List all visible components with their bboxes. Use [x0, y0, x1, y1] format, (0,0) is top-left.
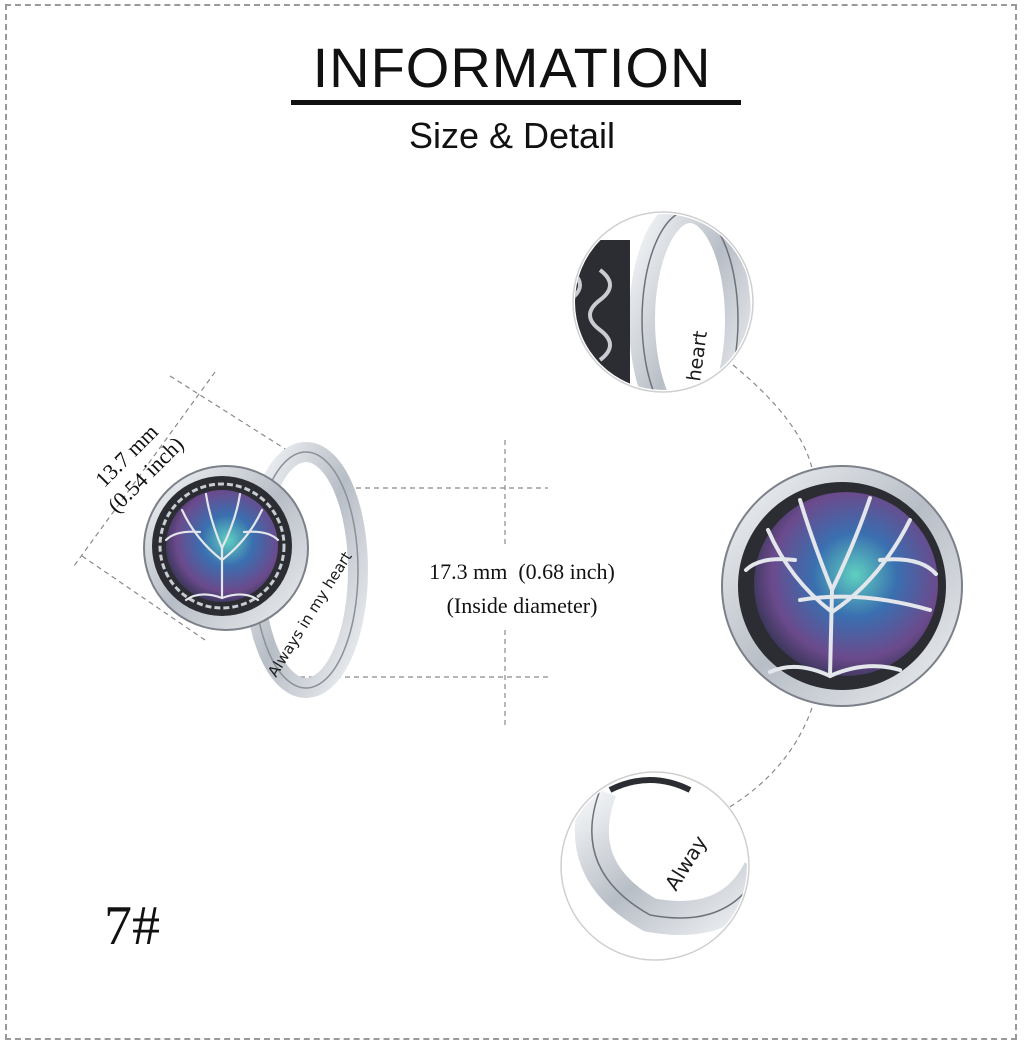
- page-subtitle: Size & Detail: [408, 115, 616, 156]
- connector-top: [732, 364, 813, 469]
- width-extension-top: [169, 375, 291, 453]
- page-title: INFORMATION: [312, 36, 712, 99]
- width-extension-bottom: [81, 555, 206, 641]
- dashed-frame: [5, 4, 1017, 1040]
- tree-of-life-detail: [744, 496, 938, 678]
- diameter-note: (Inside diameter): [446, 593, 598, 618]
- diameter-value: 17.3 mm (0.68 inch): [429, 559, 615, 584]
- ring-main-image: [143, 442, 368, 698]
- connector-bottom: [727, 707, 813, 809]
- ring-size-label: 7#: [104, 895, 160, 957]
- detail-band-bottom: [560, 771, 750, 961]
- detail-band-top: [572, 211, 754, 393]
- width-dimension-line: [73, 371, 216, 567]
- diameter-label: 17.3 mm (0.68 inch) (Inside diameter): [372, 555, 672, 623]
- tree-of-life-main: [164, 492, 280, 602]
- measurement-lines: [73, 364, 813, 809]
- detail-tree-of-life: [721, 465, 963, 707]
- abalone-inlay-detail: [754, 492, 938, 676]
- title-underline: [291, 100, 741, 105]
